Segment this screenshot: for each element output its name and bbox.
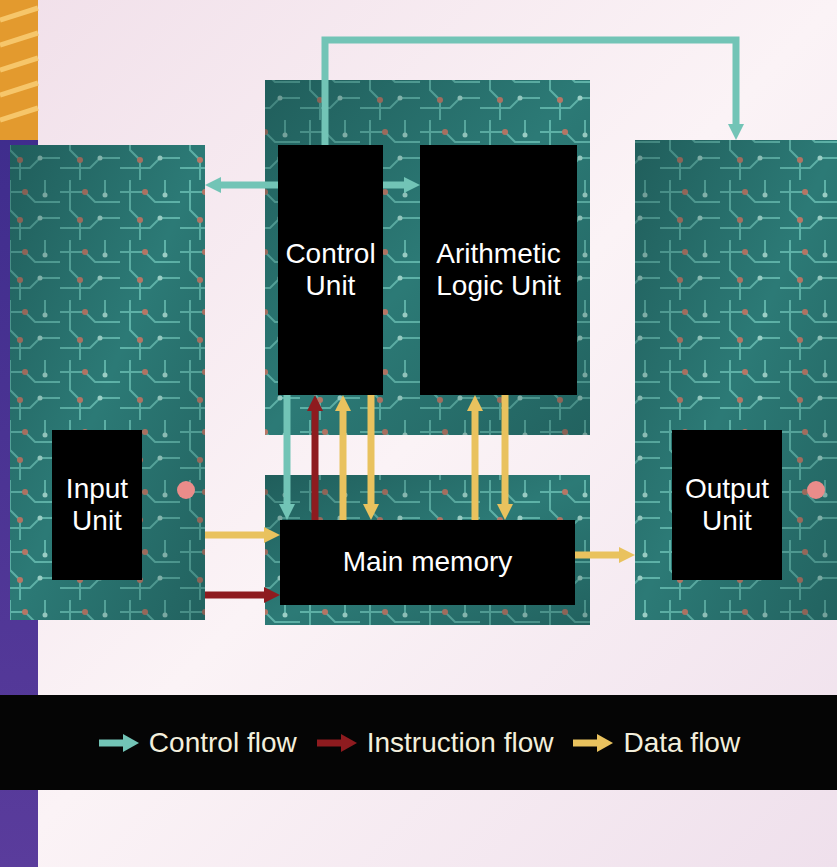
- unit-name: Input Unit: [60, 473, 134, 537]
- unit-name: Output Unit: [680, 473, 774, 537]
- orange-lines: [0, 8, 38, 120]
- instruction-flow-arrow: [205, 592, 266, 599]
- unit-name: Arithmetic Logic Unit: [428, 238, 569, 302]
- control-flow-arrow: [383, 182, 406, 189]
- legend-arrow: [315, 731, 359, 755]
- data-flow-arrow: [368, 395, 375, 506]
- legend-text: Control flow: [149, 727, 297, 759]
- processor-panel: [265, 80, 590, 435]
- legend: Control flow Instruction flow Data flow: [0, 697, 837, 789]
- unit-box: Control Unit: [278, 145, 383, 395]
- data-flow-arrow: [472, 409, 479, 520]
- panel-shade: [10, 145, 205, 620]
- unit-panel: Output Unit: [635, 140, 837, 620]
- orange-band: [0, 0, 38, 140]
- legend-item: Data flow: [571, 727, 740, 759]
- legend-item: Control flow: [97, 727, 297, 759]
- legend-arrow: [97, 731, 141, 755]
- led-dot: [177, 481, 195, 499]
- orange-bands: [0, 0, 38, 140]
- led-dot: [807, 481, 825, 499]
- input-panel: [10, 145, 205, 620]
- unit-name: Main memory: [343, 546, 513, 578]
- legend-item: Instruction flow: [315, 727, 554, 759]
- control-flow-arrow: [219, 182, 278, 189]
- legend-band: [0, 695, 837, 790]
- data-flow-arrow: [340, 409, 347, 520]
- unit-name: Control Unit: [285, 238, 375, 302]
- panel-shade: [635, 140, 837, 620]
- unit-label: Input Unit: [52, 430, 142, 580]
- panel-shade: [265, 80, 590, 435]
- circuit-panels: [10, 80, 837, 625]
- data-flow-arrow: [502, 395, 509, 506]
- unit-panel: Input Unit: [10, 145, 205, 620]
- legend-text: Data flow: [623, 727, 740, 759]
- control-flow-arrow: [284, 395, 291, 506]
- unit-box: Arithmetic Logic Unit: [420, 145, 577, 395]
- control-flow-arrow: [325, 40, 736, 145]
- data-flow-arrow: [575, 552, 621, 559]
- data-flow-arrow: [205, 532, 266, 539]
- unit-box: Main memory: [280, 520, 575, 605]
- output-panel: [635, 140, 837, 620]
- unit-label: Output Unit: [672, 430, 782, 580]
- legend-text: Instruction flow: [367, 727, 554, 759]
- legend-arrow: [571, 731, 615, 755]
- instruction-flow-arrow: [312, 409, 319, 520]
